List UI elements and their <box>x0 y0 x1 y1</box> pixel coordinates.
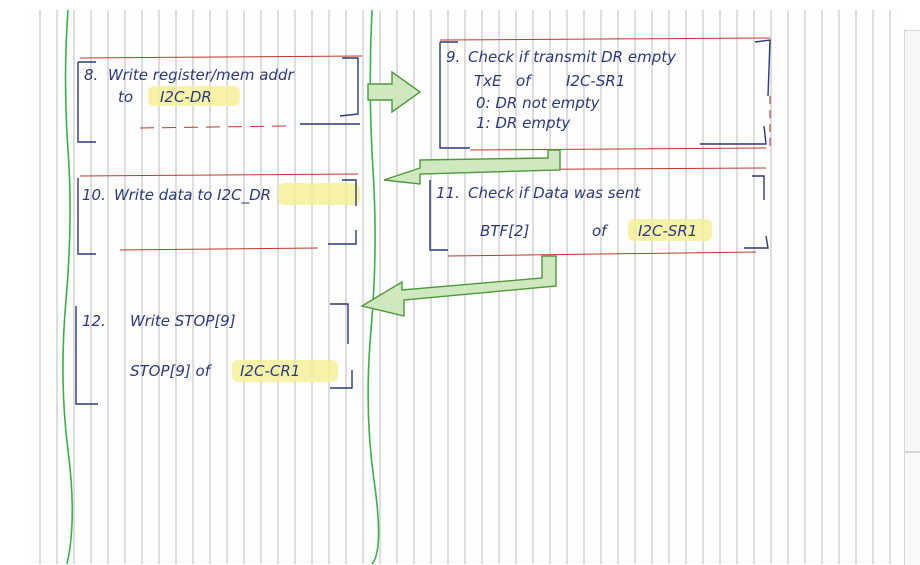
step-8-line-3: I2C-DR <box>160 88 212 106</box>
arrow-8-to-9 <box>367 70 422 114</box>
margin-line-left <box>62 9 74 564</box>
arrow-9-to-10 <box>383 149 561 185</box>
ruling-lines <box>39 10 891 564</box>
step-9-line-5: 0: DR not empty <box>476 94 601 112</box>
step-8-line-1: Write register/mem addr <box>108 66 294 84</box>
step-11-line-2: BTF[2] <box>480 222 529 240</box>
step-10-number: 10. <box>82 186 106 204</box>
margin-line-middle <box>367 9 380 564</box>
step-11-line-1: Check if Data was sent <box>468 184 641 202</box>
highlight-i2c-sr1 <box>628 219 712 241</box>
step-9-line-6: 1: DR empty <box>476 114 571 132</box>
step-12-number: 12. <box>82 312 106 330</box>
step-9-number: 9. <box>446 48 460 66</box>
box-11 <box>429 167 769 257</box>
arrow-11-to-12 <box>360 255 557 317</box>
highlight-i2c-dr-10 <box>278 183 360 205</box>
step-8-number: 8. <box>84 66 98 84</box>
highlights <box>148 86 712 382</box>
step-8-line-2: to <box>118 88 133 106</box>
adjacent-page-edge-lower <box>904 452 920 565</box>
step-12-line-3: I2C-CR1 <box>240 362 300 380</box>
step-9-line-3: of <box>516 72 533 90</box>
step-9-line-2: TxE <box>474 72 502 90</box>
step-11-line-4: I2C-SR1 <box>638 222 697 240</box>
box-10 <box>77 173 359 255</box>
step-11-number: 11. <box>436 184 460 202</box>
highlight-i2c-dr <box>148 86 240 106</box>
step-12-line-2: STOP[9] of <box>130 362 213 380</box>
adjacent-page-edge <box>904 30 920 452</box>
step-9-line-4: I2C-SR1 <box>566 72 625 90</box>
highlight-i2c-cr1 <box>232 360 338 382</box>
step-texts: 8. Write register/mem addr to I2C-DR 9. … <box>82 48 697 380</box>
step-11-line-3: of <box>592 222 609 240</box>
box-12 <box>75 303 353 405</box>
step-9-line-1: Check if transmit DR empty <box>468 48 677 66</box>
step-10-line-1: Write data to I2C_DR <box>114 186 271 205</box>
box-8 <box>77 55 363 143</box>
step-12-line-1: Write STOP[9] <box>130 312 236 330</box>
box-9 <box>439 37 771 151</box>
